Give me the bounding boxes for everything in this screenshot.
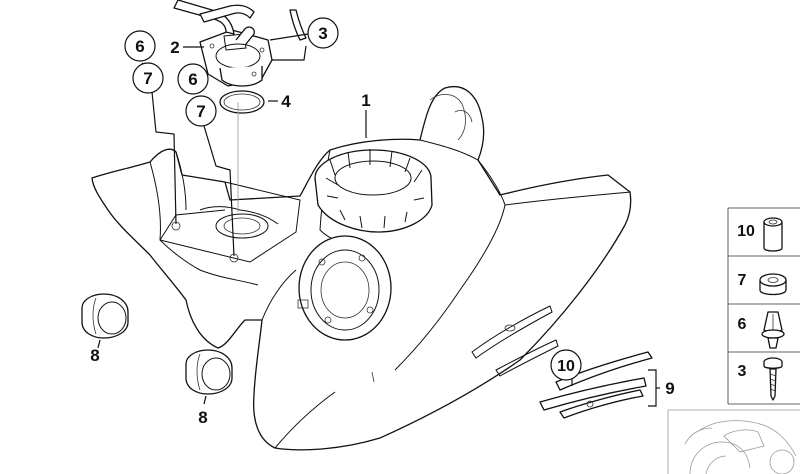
screw-icon: [763, 357, 783, 401]
rubber-bushing-left[interactable]: [81, 293, 129, 339]
svg-text:3: 3: [318, 24, 327, 43]
callout-6a: 6: [124, 30, 156, 62]
svg-text:6: 6: [135, 37, 144, 56]
rubber-bushing-right[interactable]: [185, 349, 233, 395]
sealing-strip-set[interactable]: [539, 351, 653, 419]
callout-4: 4: [281, 92, 291, 111]
legend-row-screw[interactable]: 3: [738, 357, 783, 401]
o-ring[interactable]: [219, 90, 265, 114]
washer-icon: [759, 273, 787, 296]
callout-2: 2: [170, 38, 179, 57]
fuel-pump[interactable]: [173, 0, 307, 87]
svg-text:7: 7: [196, 102, 205, 121]
svg-text:3: 3: [738, 363, 747, 380]
expanding-rivet-icon: [761, 311, 785, 349]
svg-text:7: 7: [143, 69, 152, 88]
callout-8a: 8: [90, 346, 99, 365]
callout-7b: 7: [185, 95, 217, 127]
callout-3: 3: [307, 17, 339, 49]
legend-row-washer[interactable]: 7: [738, 272, 787, 296]
svg-text:10: 10: [737, 223, 755, 240]
legend-row-rivet[interactable]: 6: [738, 311, 785, 349]
callout-9: 9: [665, 379, 674, 398]
callout-6b: 6: [177, 63, 209, 95]
callout-8b: 8: [198, 408, 207, 427]
svg-text:6: 6: [188, 70, 197, 89]
svg-text:10: 10: [557, 358, 575, 375]
leader-lines: [97, 33, 660, 407]
legend-row-spacer[interactable]: 10: [737, 217, 783, 252]
callout-7a: 7: [132, 62, 164, 94]
legend-panel: 10 7 6: [727, 207, 800, 405]
callout-10: 10: [550, 349, 582, 381]
fuel-tank[interactable]: [91, 86, 632, 451]
spacer-sleeve-icon: [763, 217, 783, 252]
motorcycle-thumbnail: [667, 409, 800, 474]
svg-text:6: 6: [738, 316, 747, 333]
svg-text:7: 7: [738, 272, 747, 289]
callout-1: 1: [361, 91, 370, 110]
